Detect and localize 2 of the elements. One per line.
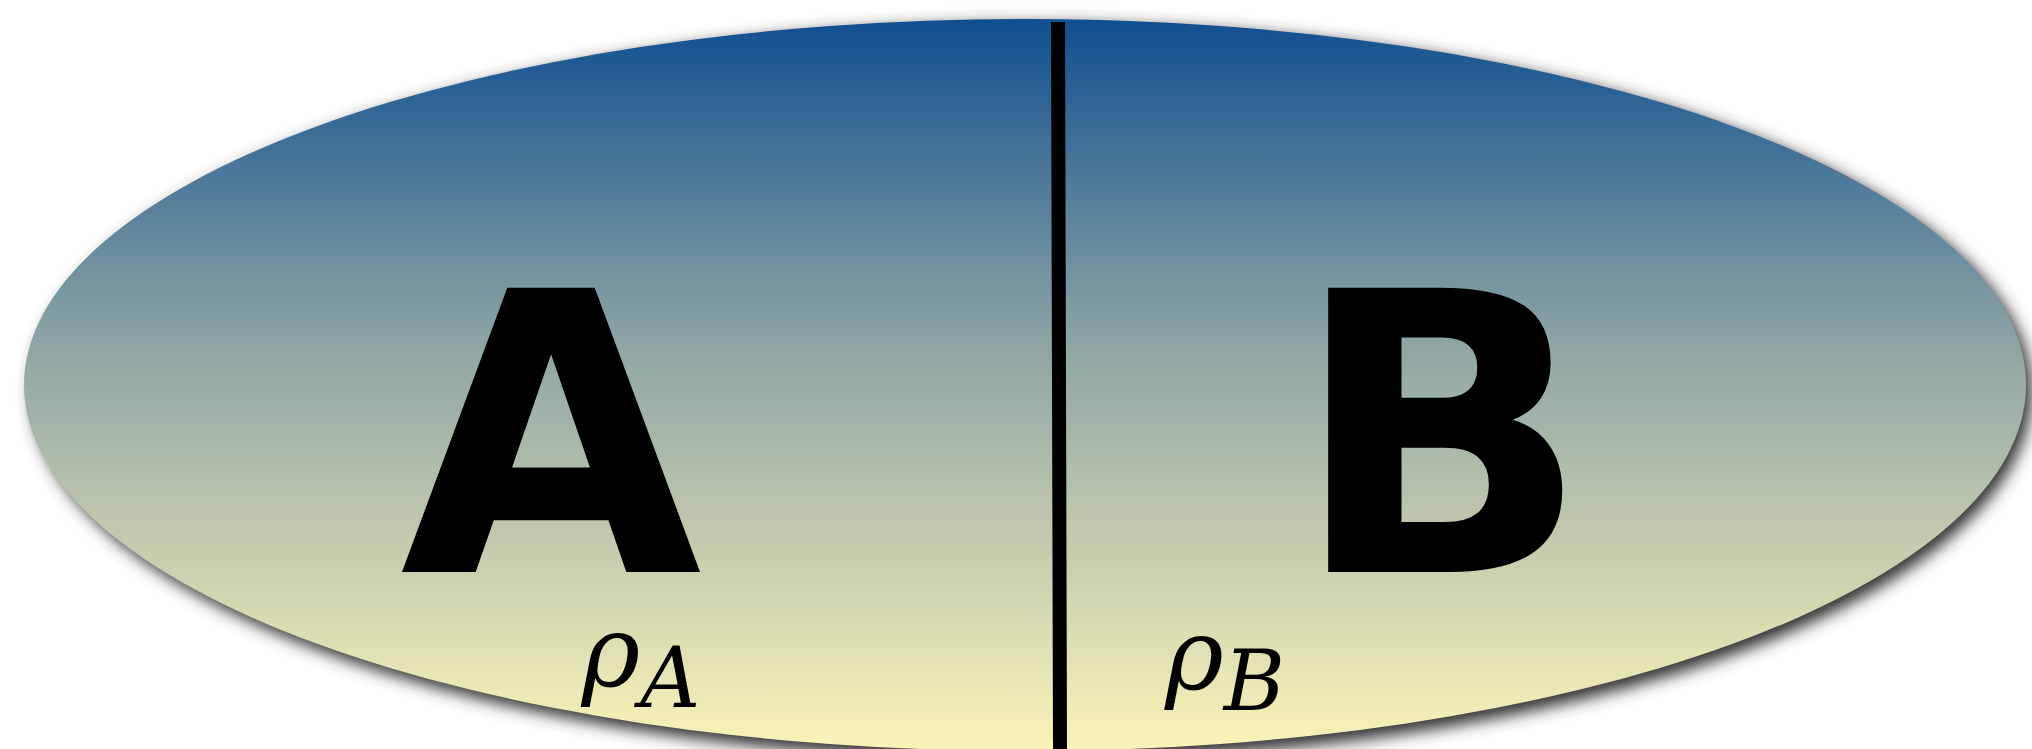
region-letter: B bbox=[1292, 242, 1590, 632]
density-symbol: ρ$_{B}$ bbox=[1165, 604, 1285, 724]
